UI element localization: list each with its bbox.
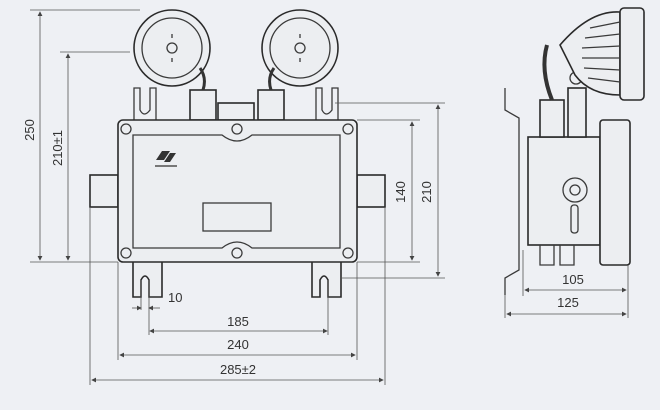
dim-slot-spacing: 185 (227, 314, 249, 329)
cable-gland-right (257, 89, 285, 121)
side-enclosure (527, 136, 601, 246)
enclosure-box (117, 119, 358, 263)
dim-box-depth: 105 (562, 272, 584, 287)
lamp-left (133, 9, 211, 87)
wall-bracket (504, 88, 520, 295)
side-connector-right (356, 174, 386, 208)
lamp-right (261, 9, 339, 87)
lamp-bracket-right (315, 87, 339, 120)
top-block (217, 102, 255, 121)
mount-foot-left (132, 262, 163, 298)
side-dimensions: 105 125 (504, 250, 629, 318)
mount-foot-right (311, 262, 342, 298)
front-dimensions: 250 210±1 140 210 10 185 240 285±2 (22, 9, 445, 385)
lamp-bracket-left (133, 87, 157, 120)
front-view (89, 9, 386, 298)
dim-overall-width: 285±2 (220, 362, 256, 377)
brand-logo (155, 151, 177, 167)
side-lamp (559, 7, 645, 101)
side-flange (599, 119, 631, 266)
dim-box-height: 140 (393, 181, 408, 203)
lamp-arm (567, 87, 587, 138)
cable-gland-left (189, 89, 217, 121)
side-knob (562, 177, 588, 203)
dim-mount-height: 210±1 (50, 130, 65, 166)
dim-bracket-height: 210 (419, 181, 434, 203)
dim-slot-width: 10 (168, 290, 182, 305)
side-gland (539, 99, 565, 138)
dim-overall-height: 250 (22, 119, 37, 141)
side-connector-left (89, 174, 119, 208)
dim-overall-depth: 125 (557, 295, 579, 310)
enclosure-panel (132, 134, 341, 249)
nameplate (202, 202, 272, 232)
side-view (504, 7, 645, 295)
dim-box-width: 240 (227, 337, 249, 352)
